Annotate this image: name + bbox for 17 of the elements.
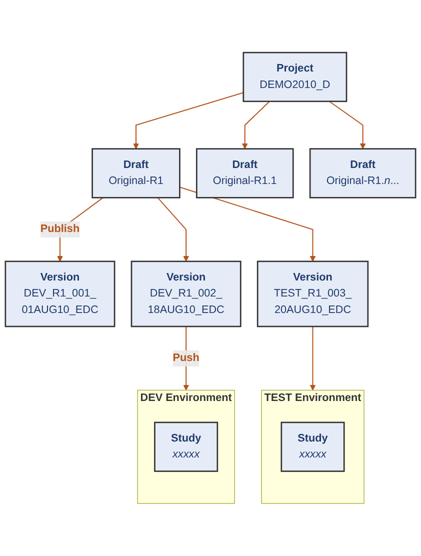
- arrow: [180, 186, 316, 262]
- node-box: Draft Original-R1.n...: [309, 148, 416, 198]
- arrow: [310, 326, 316, 390]
- node-box: Project DEMO2010_D: [242, 52, 348, 102]
- arrow: [329, 100, 366, 150]
- edge-label: Publish: [40, 223, 80, 235]
- node-box: Draft Original-R1.1: [196, 148, 294, 198]
- node-box: Version DEV_R1_001_ 01AUG10_EDC: [4, 260, 116, 328]
- edge-label: Push: [172, 352, 200, 364]
- node-box: Draft Original-R1: [92, 148, 180, 198]
- node-box: Study xxxxx: [280, 422, 345, 472]
- node-box: Study xxxxx: [154, 422, 218, 472]
- node-box: Version DEV_R1_002_ 18AUG10_EDC: [130, 260, 242, 328]
- arrow: [157, 197, 190, 262]
- arrow: [242, 101, 270, 150]
- node-box: Version TEST_R1_003_ 20AUG10_EDC: [256, 260, 369, 328]
- arrow: [133, 92, 244, 150]
